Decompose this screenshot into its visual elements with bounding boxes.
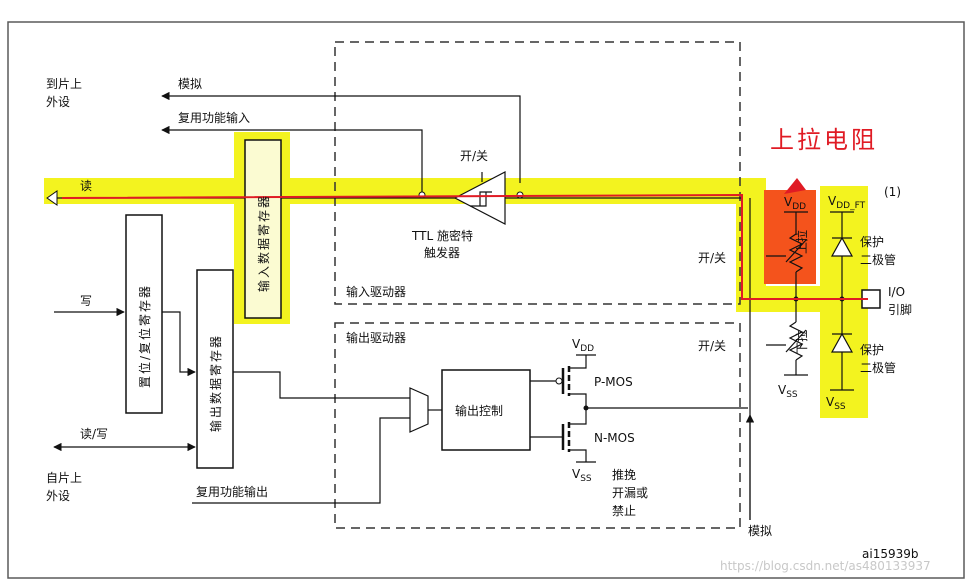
alt-func-input-label: 复用功能输入 bbox=[178, 110, 250, 125]
figure-frame bbox=[7, 21, 965, 579]
pmos-gate-bubble bbox=[555, 377, 563, 385]
alt-func-output-wire bbox=[192, 417, 410, 504]
output-driver-label: 输出驱动器 bbox=[346, 330, 406, 345]
highlight-read-bus bbox=[44, 178, 750, 204]
nmos-drain-wire bbox=[569, 408, 587, 425]
analog-bottom-label: 模拟 bbox=[748, 524, 772, 538]
odr-to-mux-wire bbox=[233, 371, 410, 399]
output-data-register-box bbox=[196, 269, 234, 469]
pullup-onoff-label: 开/关 bbox=[698, 251, 726, 265]
vdd-ft-label: VDD_FT bbox=[828, 194, 866, 211]
pullup-small-label: 上拉 bbox=[794, 230, 809, 254]
pulldown-onoff-label: 开/关 bbox=[698, 339, 726, 353]
vss-pd-v: V bbox=[778, 383, 787, 397]
vdd-ft-sub: DD_FT bbox=[836, 201, 865, 211]
protect-diode-bot-label-2: 二极管 bbox=[860, 360, 896, 375]
pullup-annotation: 上拉电阻 bbox=[770, 126, 878, 154]
protect-diode-top-label-2: 二极管 bbox=[860, 252, 896, 267]
read-write-label: 读/写 bbox=[80, 427, 108, 441]
pmos-source-wire bbox=[569, 355, 587, 369]
set-reset-register-box bbox=[125, 214, 163, 414]
diode-bottom-icon bbox=[830, 332, 854, 353]
pullup-zigzag bbox=[788, 233, 804, 273]
alt-func-input-wire bbox=[161, 125, 423, 195]
vdd-main-sub: DD bbox=[580, 344, 594, 354]
input-driver-label: 输入驱动器 bbox=[346, 284, 406, 299]
to-peripheral-label-2: 外设 bbox=[46, 95, 70, 109]
highlight-diode-column bbox=[820, 186, 868, 418]
setreset-to-odr-wire bbox=[162, 311, 196, 377]
watermark: https://blog.csdn.net/as480133937 bbox=[720, 559, 931, 573]
pulldown-small-label: 下拉 bbox=[794, 330, 809, 354]
pullup-highlight bbox=[764, 190, 816, 284]
write-label: 写 bbox=[80, 294, 92, 308]
vss-ft-label: VSS bbox=[826, 395, 846, 412]
vdd-ft-v: V bbox=[828, 194, 837, 208]
vdd-main-label: VDD bbox=[572, 337, 594, 354]
vss-pd-sub: SS bbox=[786, 390, 798, 400]
protect-diode-bot-label-1: 保护 bbox=[860, 343, 884, 357]
push-pull-label-3: 禁止 bbox=[612, 504, 636, 518]
pulldown-switch-arrow bbox=[785, 329, 807, 353]
mos-junction-dot bbox=[583, 405, 589, 411]
vdd-main-v: V bbox=[572, 337, 581, 351]
vss-main-label: VSS bbox=[572, 467, 592, 484]
pmos-label: P-MOS bbox=[594, 375, 633, 389]
read-path-red-line bbox=[61, 193, 868, 300]
diode-top-icon bbox=[830, 236, 854, 257]
nmos-transistor bbox=[530, 408, 596, 463]
set-reset-register-label: 置位/复位寄存器 bbox=[137, 284, 152, 388]
pullup-resistor bbox=[766, 211, 808, 299]
vss-main-v: V bbox=[572, 467, 581, 481]
pullup-switch-arrow bbox=[785, 239, 807, 263]
vss-pulldown-label: VSS bbox=[778, 383, 798, 400]
output-mux-icon bbox=[409, 387, 429, 433]
vss-ft-sub: SS bbox=[834, 402, 846, 412]
ttl-schmitt-label-1: TTL 施密特 bbox=[411, 228, 473, 243]
protection-diodes bbox=[830, 211, 854, 391]
protect-diode-top-label-1: 保护 bbox=[860, 235, 884, 249]
analog-top-wire bbox=[161, 91, 521, 183]
from-peripheral-label-2: 外设 bbox=[46, 489, 70, 503]
pulldown-resistor bbox=[766, 299, 808, 376]
pmos-transistor bbox=[530, 354, 596, 408]
io-label-2: 引脚 bbox=[888, 302, 912, 317]
input-data-register-box bbox=[244, 139, 282, 319]
vdd-pullup-label: VDD bbox=[784, 195, 806, 212]
read-label: 读 bbox=[80, 179, 92, 193]
vss-ft-v: V bbox=[826, 395, 835, 409]
schmitt-onoff-label: 开/关 bbox=[460, 149, 488, 163]
to-peripheral-label-1: 到片上 bbox=[46, 77, 82, 91]
vdd-pu-sub: DD bbox=[792, 202, 806, 212]
output-data-register-label: 输出数据寄存器 bbox=[208, 334, 223, 432]
vss-main-sub: SS bbox=[580, 474, 592, 484]
input-driver-box bbox=[334, 41, 741, 305]
push-pull-label-1: 推挽 bbox=[612, 468, 636, 482]
analog-top-label: 模拟 bbox=[178, 77, 202, 91]
io-label-1: I/O bbox=[888, 285, 905, 299]
nmos-label: N-MOS bbox=[594, 431, 635, 445]
vdd-pu-v: V bbox=[784, 195, 793, 209]
input-data-register-label: 输入数据寄存器 bbox=[256, 194, 271, 292]
pullup-callout-arrow-icon bbox=[784, 178, 806, 194]
figure-id: ai15939b bbox=[862, 547, 918, 561]
output-control-box bbox=[441, 369, 531, 451]
read-arrow-icon bbox=[46, 190, 58, 206]
pmos-drain-wire bbox=[569, 393, 587, 408]
vdd-ft-note: (1) bbox=[884, 185, 901, 199]
from-peripheral-label-1: 自片上 bbox=[46, 471, 82, 485]
output-driver-box bbox=[334, 322, 741, 529]
push-pull-label-2: 开漏或 bbox=[612, 486, 648, 500]
alt-func-output-label: 复用功能输出 bbox=[196, 484, 268, 499]
ttl-schmitt-label-2: 触发器 bbox=[424, 245, 460, 260]
output-control-label: 输出控制 bbox=[455, 403, 503, 418]
nmos-source-wire bbox=[569, 449, 587, 462]
